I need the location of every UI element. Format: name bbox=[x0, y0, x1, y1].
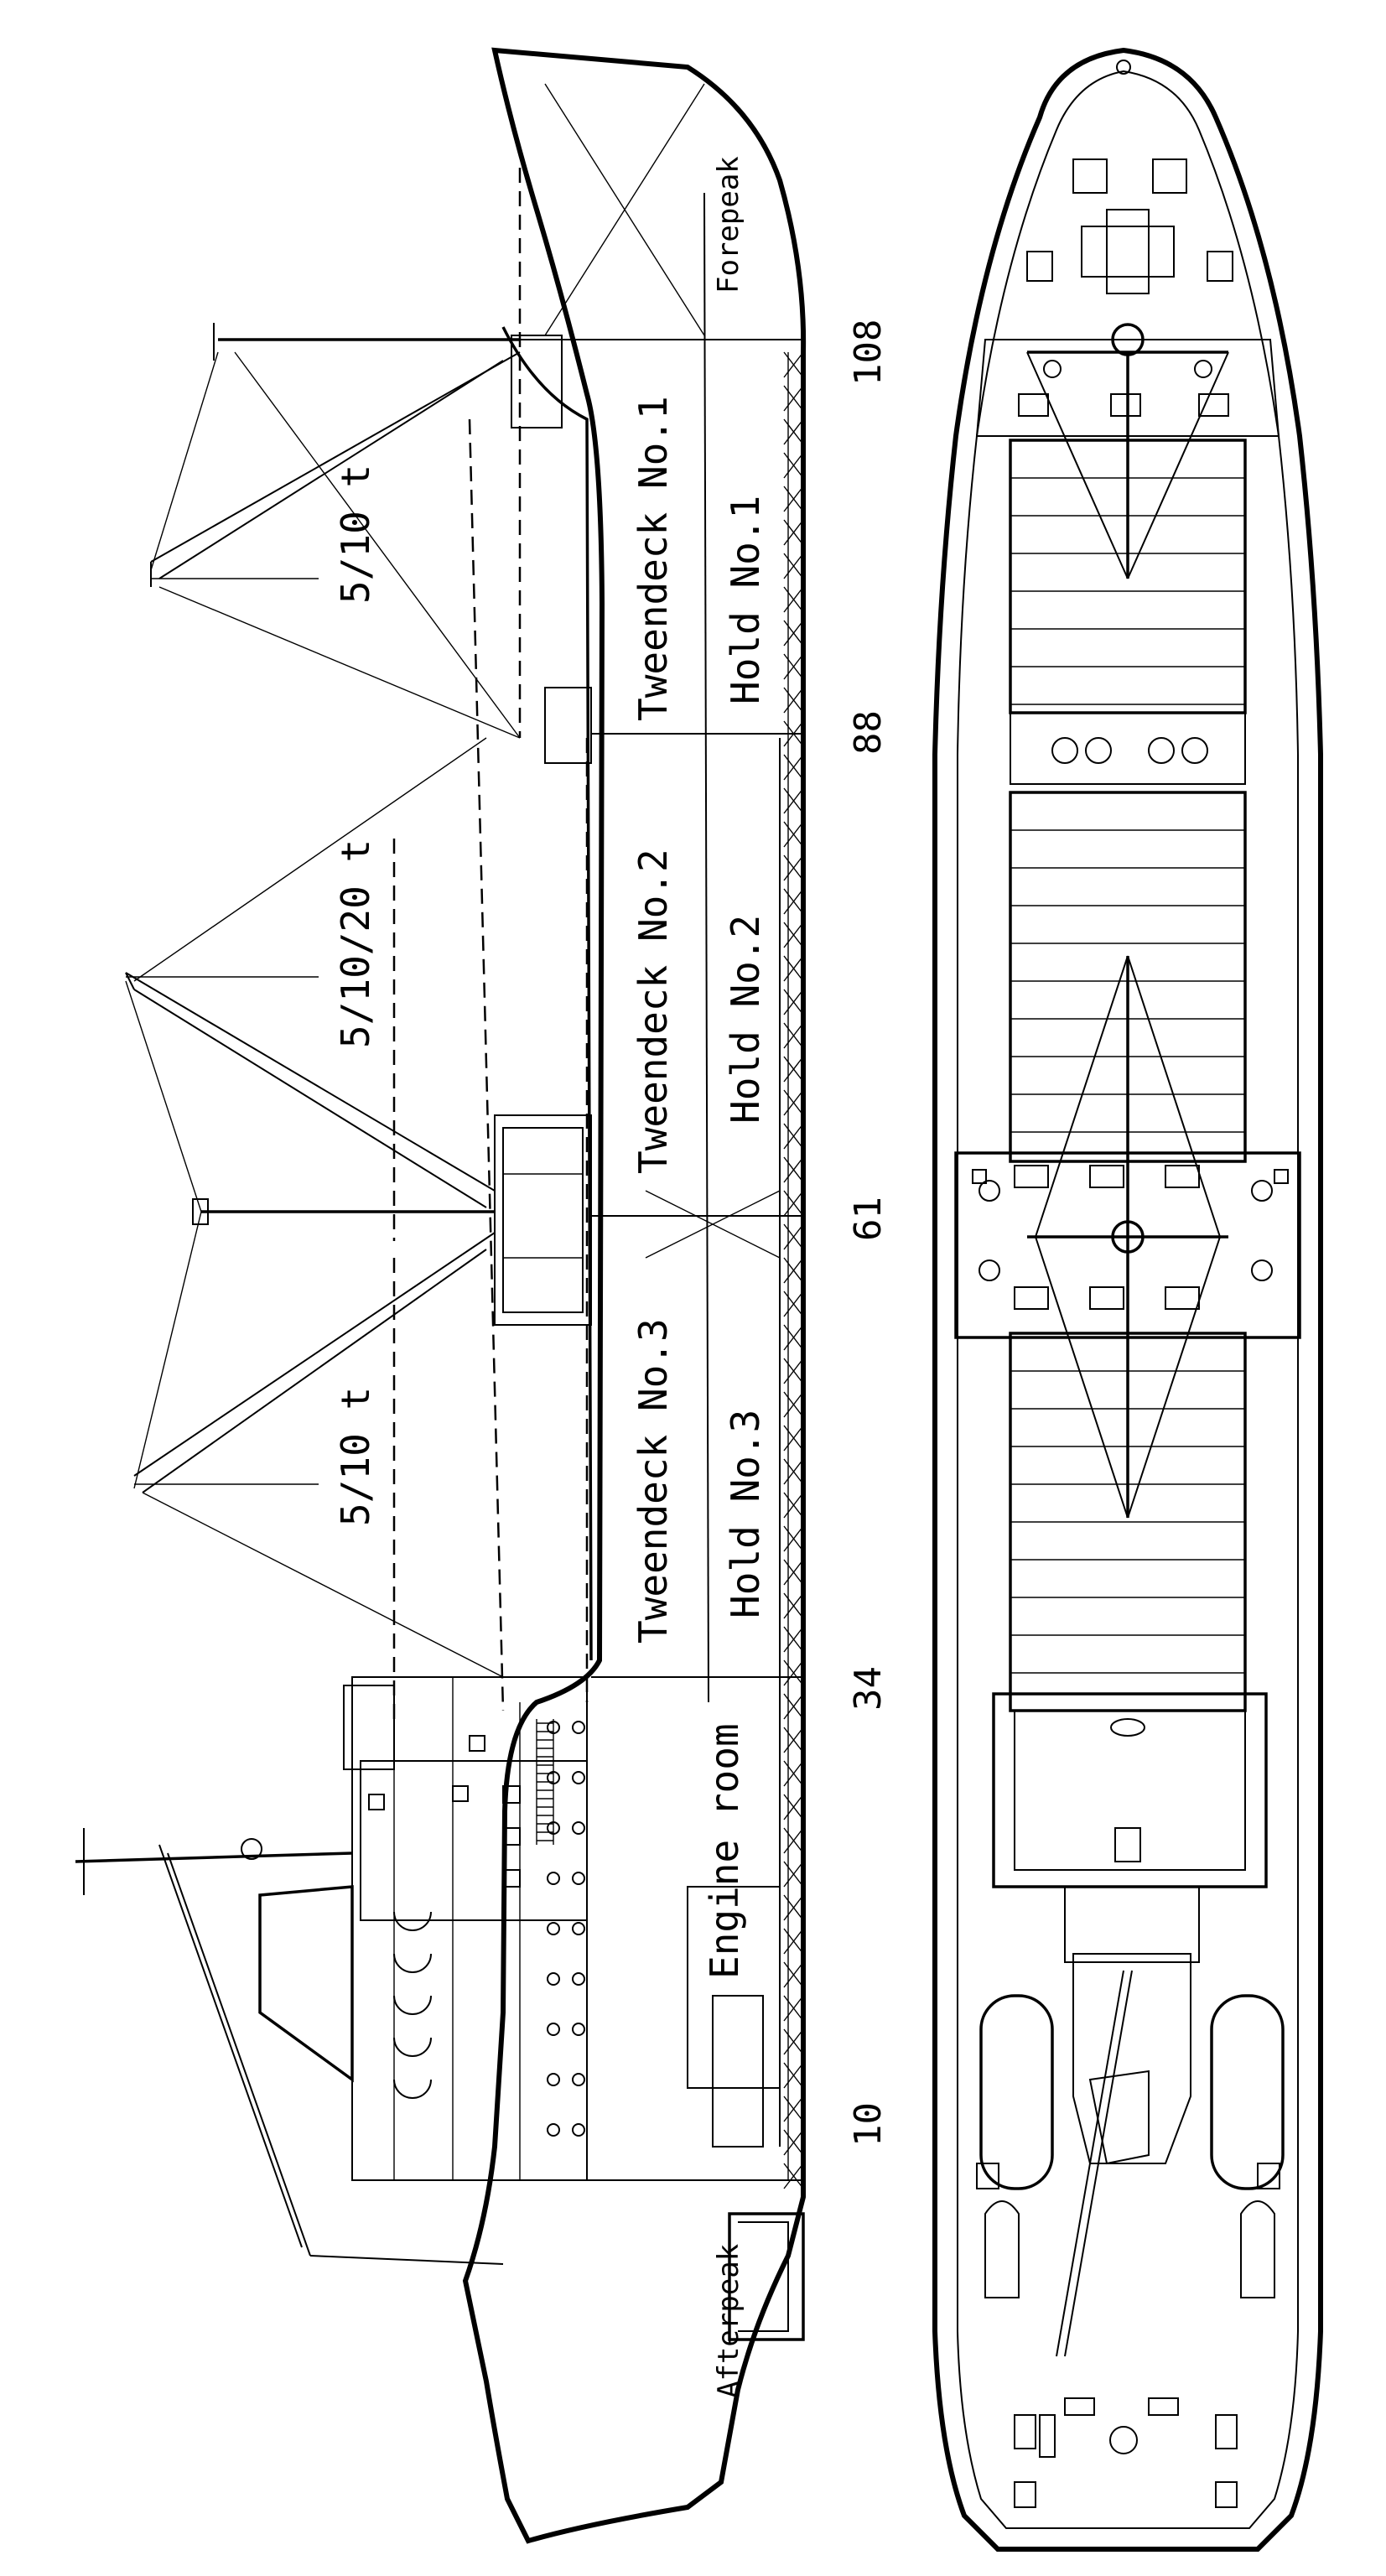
frame-88: 88 bbox=[847, 710, 890, 755]
frame-108: 108 bbox=[847, 319, 890, 386]
aft-mast bbox=[75, 1828, 504, 2265]
aft-superstructure bbox=[258, 1676, 588, 2181]
fore-winch-platform bbox=[975, 323, 1280, 579]
accommodation-ladder bbox=[536, 1719, 554, 1845]
label-afterpeak: Afterpeak bbox=[712, 2244, 745, 2398]
plan-view bbox=[932, 47, 1323, 2552]
tweendeck-line bbox=[703, 192, 709, 1703]
frame-10: 10 bbox=[847, 2102, 890, 2147]
hull-outline bbox=[462, 47, 807, 2544]
label-tweendeck-1: Tweendeck No.1 bbox=[631, 396, 676, 721]
label-hold-3: Hold No.3 bbox=[723, 1410, 768, 1618]
mid-derricks bbox=[125, 737, 504, 1678]
windows bbox=[368, 1735, 521, 1888]
aft-fittings bbox=[976, 2163, 1280, 2508]
double-bottom-hatching bbox=[783, 351, 804, 2189]
capacity-fore: 5/10 t bbox=[333, 465, 378, 604]
main-engine bbox=[687, 1886, 781, 2148]
lifeboat-davits bbox=[393, 1911, 432, 2099]
forepeak-bracing bbox=[544, 83, 781, 1259]
label-hold-1: Hold No.1 bbox=[723, 496, 768, 704]
frame-34: 34 bbox=[847, 1666, 890, 1711]
profile-view: Forepeak Tweendeck No.1 Hold No.1 Tweend… bbox=[75, 47, 890, 2544]
deck-outline bbox=[932, 47, 1323, 2552]
label-engine-room: Engine room bbox=[702, 1723, 747, 1979]
rudder bbox=[728, 2212, 805, 2341]
aft-deckhouse bbox=[992, 1692, 1268, 1963]
capacity-aft: 5/10 t bbox=[333, 1387, 378, 1526]
midship-masthouse bbox=[494, 1114, 592, 1326]
lifeboats bbox=[979, 1953, 1285, 2357]
fore-derrick bbox=[150, 323, 521, 739]
main-deck-line bbox=[501, 326, 593, 1661]
frame-61: 61 bbox=[847, 1197, 890, 1241]
label-tweendeck-2: Tweendeck No.2 bbox=[631, 849, 676, 1174]
label-tweendeck-3: Tweendeck No.3 bbox=[631, 1318, 676, 1644]
capacity-mid: 5/10/20 t bbox=[333, 839, 378, 1048]
fore-masthouse bbox=[511, 335, 592, 764]
windlass bbox=[1026, 60, 1233, 294]
label-forepeak: Forepeak bbox=[712, 156, 745, 293]
mid-winch-platform bbox=[954, 955, 1301, 1519]
ventilators bbox=[1010, 712, 1246, 785]
label-hold-2: Hold No.2 bbox=[723, 915, 768, 1124]
hatch-coamings bbox=[392, 168, 589, 1719]
funnel bbox=[258, 1885, 354, 2083]
bulwark-inner bbox=[957, 70, 1299, 2529]
